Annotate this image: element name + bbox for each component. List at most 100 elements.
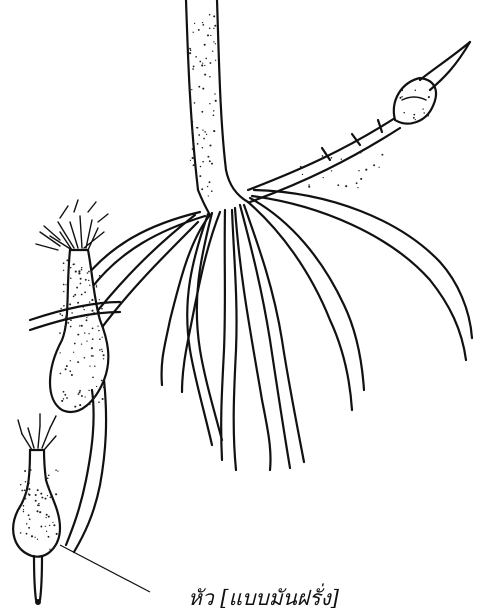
stipple-dot bbox=[66, 259, 68, 261]
stipple-dot bbox=[360, 151, 362, 153]
stipple-dot bbox=[415, 119, 416, 120]
stipple-dot bbox=[189, 48, 191, 50]
stipple-dot bbox=[61, 400, 63, 402]
stipple-dot bbox=[213, 114, 215, 116]
stipple-dot bbox=[202, 147, 203, 148]
stipple-dot bbox=[45, 526, 46, 527]
stipple-dot bbox=[88, 271, 90, 273]
stipple-dot bbox=[94, 396, 96, 398]
stipple-dot bbox=[365, 169, 367, 171]
stipple-dot bbox=[213, 15, 215, 17]
stipple-dot bbox=[64, 317, 66, 319]
stipple-dot bbox=[60, 308, 62, 310]
stipple-dot bbox=[378, 167, 379, 168]
stipple-dot bbox=[37, 539, 38, 540]
stipple-dot bbox=[308, 184, 309, 185]
stipple-dot bbox=[49, 549, 50, 550]
stipple-dot bbox=[423, 112, 424, 113]
stipple-dot bbox=[94, 365, 95, 366]
stipple-dot bbox=[37, 505, 39, 507]
stipple-dot bbox=[190, 50, 191, 51]
stipple-dot bbox=[91, 299, 93, 301]
stipple-dot bbox=[202, 62, 203, 63]
stipple-dot bbox=[209, 62, 211, 64]
stipple-dot bbox=[204, 131, 206, 133]
stipple-dot bbox=[96, 386, 97, 387]
side-shoot-with-bud bbox=[248, 42, 470, 202]
stipple-dot bbox=[103, 354, 105, 356]
stipple-dot bbox=[331, 157, 333, 159]
stipple-dot bbox=[213, 130, 215, 132]
stipple-dot bbox=[381, 154, 383, 156]
stipple-dot bbox=[25, 481, 27, 483]
stipple-dot bbox=[61, 340, 62, 341]
stipple-dot bbox=[87, 315, 89, 317]
stipple-dot bbox=[199, 175, 201, 177]
stipple-dot bbox=[308, 186, 310, 188]
stipple-dot bbox=[322, 155, 324, 157]
stipple-dot bbox=[102, 337, 103, 338]
stipple-dot bbox=[415, 90, 417, 92]
stipple-dot bbox=[48, 516, 50, 518]
fibrous-roots bbox=[80, 190, 472, 470]
stipple-dot bbox=[202, 130, 203, 131]
stipple-dot bbox=[64, 326, 66, 328]
stipple-dot bbox=[214, 93, 215, 94]
stipple-dot bbox=[81, 269, 83, 271]
stipple-dot bbox=[26, 533, 28, 535]
stipple-dot bbox=[89, 285, 90, 286]
stipple-dot bbox=[83, 309, 84, 310]
stipple-dot bbox=[300, 166, 302, 168]
stipple-dot bbox=[214, 25, 216, 27]
stipple-dot bbox=[103, 358, 104, 359]
stipple-dot bbox=[213, 41, 214, 42]
stipple-dot bbox=[80, 278, 82, 280]
stipple-dot bbox=[28, 494, 30, 496]
stipple-dot bbox=[86, 340, 87, 341]
tuber-small-potato-type bbox=[13, 414, 60, 605]
stipple-dot bbox=[23, 509, 24, 510]
stipple-dot bbox=[91, 355, 92, 356]
stipple-dot bbox=[193, 164, 195, 166]
callout-label: หัว [แบบมันฝรั่ง] bbox=[188, 582, 339, 615]
stipple-dot bbox=[399, 97, 401, 99]
stipple-dot bbox=[101, 308, 103, 310]
stipple-dot bbox=[63, 270, 64, 271]
stipple-dot bbox=[40, 526, 42, 528]
stipple-dot bbox=[81, 343, 82, 344]
stipple-dot bbox=[360, 178, 362, 180]
stipple-dot bbox=[86, 317, 87, 318]
stipple-dot bbox=[66, 397, 68, 399]
stipple-dot bbox=[23, 511, 24, 512]
stipple-dot bbox=[192, 148, 193, 149]
stipple-dot bbox=[192, 68, 194, 70]
stipple-dot bbox=[209, 103, 210, 104]
stipple-dot bbox=[63, 291, 64, 292]
stipple-dot bbox=[193, 65, 195, 67]
stipple-dot bbox=[207, 34, 209, 36]
stipple-dot bbox=[88, 403, 90, 405]
stipple-dot bbox=[92, 328, 94, 330]
stipple-dot bbox=[196, 127, 197, 128]
stipple-dot bbox=[49, 525, 50, 526]
stipple-dot bbox=[198, 86, 200, 88]
stipple-dot bbox=[81, 267, 82, 268]
stipple-dot bbox=[427, 114, 429, 116]
stipple-dot bbox=[209, 160, 211, 162]
stipple-dot bbox=[413, 117, 415, 119]
stipple-dot bbox=[79, 391, 81, 393]
stipple-dot bbox=[48, 486, 50, 488]
stipple-dot bbox=[69, 303, 71, 305]
stipple-dot bbox=[102, 398, 104, 400]
stipple-dot bbox=[209, 14, 211, 16]
stipple-dot bbox=[192, 121, 194, 123]
stipple-dot bbox=[37, 489, 39, 491]
stipple-dot bbox=[331, 170, 332, 171]
stipple-dot bbox=[26, 523, 28, 525]
stipple-dot bbox=[88, 280, 89, 281]
stipple-dot bbox=[35, 500, 37, 502]
stipple-dot bbox=[97, 326, 98, 327]
stipple-dot bbox=[71, 374, 73, 376]
stipple-dot bbox=[64, 394, 66, 396]
